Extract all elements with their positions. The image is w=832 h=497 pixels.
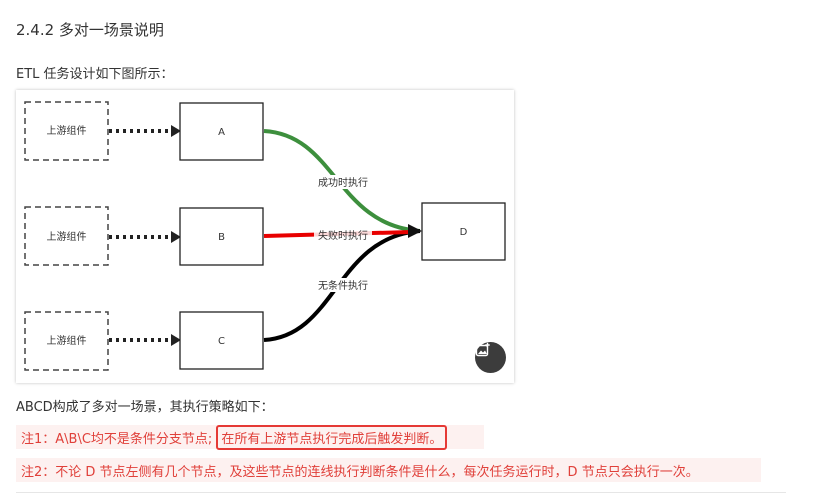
arrowhead-d bbox=[408, 224, 422, 238]
upstream-box-1: 上游组件 bbox=[24, 101, 109, 161]
dotted-connector-b bbox=[109, 231, 181, 243]
note-2: 注2：不论 D 节点左侧有几个节点，及这些节点的连线执行判断条件是什么，每次任务… bbox=[16, 458, 761, 482]
node-d-label: D bbox=[460, 227, 468, 238]
note-2-text: 注2：不论 D 节点左侧有几个节点，及这些节点的连线执行判断条件是什么，每次任务… bbox=[21, 464, 699, 480]
note-1-highlight: 在所有上游节点执行完成后触发判断。 bbox=[216, 424, 448, 450]
etl-diagram: 上游组件 上游组件 上游组件 A B bbox=[24, 101, 506, 371]
image-edit-icon[interactable] bbox=[475, 342, 506, 373]
edge-label-success: 成功时执行 bbox=[318, 176, 368, 189]
node-b: B bbox=[179, 207, 264, 266]
edge-label-bg bbox=[314, 228, 372, 242]
upstream-label: 上游组件 bbox=[47, 230, 87, 243]
node-c: C bbox=[179, 311, 264, 370]
intro-paragraph: ETL 任务设计如下图所示： bbox=[16, 67, 174, 82]
after-figure-paragraph: ABCD构成了多对一场景，其执行策略如下： bbox=[16, 400, 274, 415]
etl-diagram-figure: 上游组件 上游组件 上游组件 A B bbox=[16, 90, 514, 383]
node-c-label: C bbox=[218, 336, 225, 347]
node-d: D bbox=[421, 202, 506, 261]
upstream-box-3: 上游组件 bbox=[24, 311, 109, 371]
node-b-label: B bbox=[218, 232, 225, 243]
note-1: 注1：A\B\C均不是条件分支节点; 在所有上游节点执行完成后触发判断。 bbox=[16, 424, 484, 450]
section-heading: 2.4.2 多对一场景说明 bbox=[16, 21, 164, 39]
upstream-box-2: 上游组件 bbox=[24, 206, 109, 266]
node-a-label: A bbox=[218, 127, 225, 138]
upstream-label: 上游组件 bbox=[47, 124, 87, 137]
edge-label-failure: 失败时执行 bbox=[318, 229, 368, 242]
note-1-text: 注1：A\B\C均不是条件分支节点; bbox=[21, 431, 213, 447]
divider bbox=[16, 492, 786, 493]
node-a: A bbox=[179, 102, 264, 161]
edge-label-unconditional: 无条件执行 bbox=[318, 279, 368, 292]
dotted-connector-a bbox=[109, 125, 181, 137]
dotted-connector-c bbox=[109, 334, 181, 346]
edge-label-bg bbox=[314, 175, 372, 189]
image-plus-glyph bbox=[475, 342, 490, 357]
edge-label-bg bbox=[314, 278, 372, 292]
upstream-label: 上游组件 bbox=[47, 334, 87, 347]
